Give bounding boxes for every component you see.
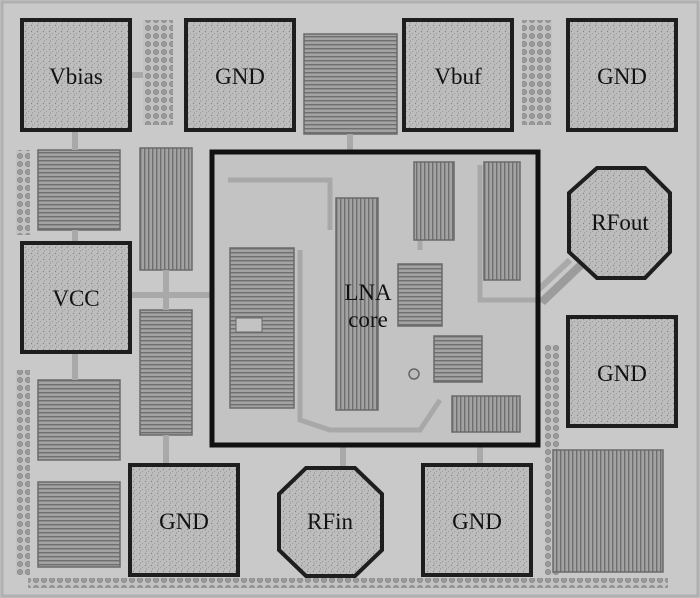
pad-vbias-label: Vbias: [49, 64, 103, 89]
pad-gnd-top-1: GND: [184, 18, 296, 132]
pad-gnd-right: GND: [566, 315, 678, 428]
via-row-bottom: [28, 578, 668, 588]
capacitor-left-1: [37, 149, 121, 231]
pad-vcc-label: VCC: [52, 286, 99, 311]
capacitor-left-5: [37, 481, 121, 568]
pad-gnd-top-1-label: GND: [215, 64, 265, 89]
capacitor-left-2: [139, 147, 193, 271]
pad-vbias: Vbias: [20, 18, 132, 132]
pad-rfout-label: RFout: [591, 210, 649, 235]
capacitor-top: [303, 33, 398, 135]
via-column-top-right: [522, 20, 552, 125]
pad-gnd-bottom-2: GND: [421, 463, 533, 577]
pad-vbuf: Vbuf: [402, 18, 514, 132]
interconnect-traces: [72, 72, 573, 468]
pad-rfout: RFout: [567, 166, 672, 280]
pad-vcc: VCC: [20, 241, 132, 354]
capacitor-bottom-right: [552, 449, 664, 573]
lna-core-border: [209, 149, 541, 448]
pad-gnd-bottom-1: GND: [128, 463, 240, 577]
pad-rfin: RFin: [277, 466, 384, 578]
pad-gnd-bottom-1-label: GND: [159, 509, 209, 534]
pad-vbuf-label: Vbuf: [434, 64, 482, 89]
pad-gnd-top-2: GND: [566, 18, 678, 132]
lna-core-layout: [228, 161, 538, 433]
pad-rfin-label: RFin: [307, 509, 354, 534]
capacitor-left-4: [37, 379, 121, 461]
lna-core-label-line2: core: [348, 307, 388, 332]
pad-gnd-top-2-label: GND: [597, 64, 647, 89]
pad-gnd-right-label: GND: [597, 361, 647, 386]
via-column-top-left: [143, 20, 173, 125]
pad-gnd-bottom-2-label: GND: [452, 509, 502, 534]
capacitor-left-3: [139, 309, 193, 436]
via-column-left-2: [16, 370, 30, 575]
via-column-left-1: [16, 150, 30, 235]
lna-core-label-line1: LNA: [344, 280, 392, 305]
rfout-feed: [538, 262, 590, 305]
